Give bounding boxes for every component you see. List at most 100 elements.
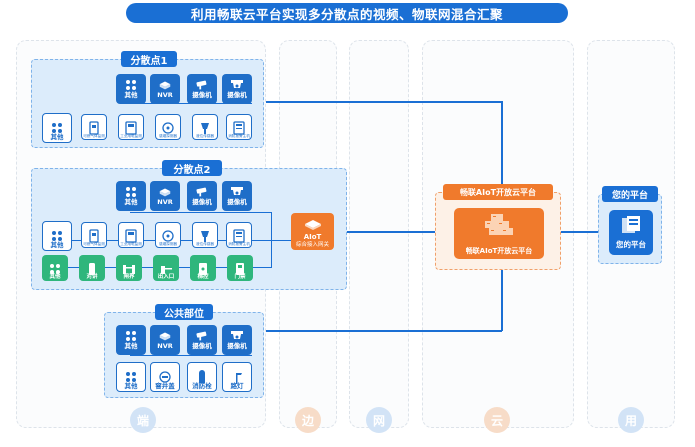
device-label: 其他	[124, 381, 138, 390]
public-camera2: 摄像机	[222, 325, 252, 355]
camera-bullet-icon	[195, 330, 209, 342]
site1-gas: 可燃气体监测	[81, 114, 107, 140]
site1-nvr: NVR	[150, 74, 180, 104]
device-label: 消防报警主机	[228, 133, 250, 138]
device-label: 摄像机	[227, 198, 247, 207]
gateway-label-line2: 综合接入网关	[295, 241, 329, 248]
device-label: 感烟探测器	[159, 133, 177, 138]
dots-icon	[48, 263, 62, 275]
camera-dome-icon	[230, 330, 244, 342]
dots-icon	[50, 122, 64, 134]
device-label: 工业用电监测	[120, 241, 142, 246]
column-wang	[349, 40, 409, 428]
site2-gas: 可燃气体监测	[81, 222, 107, 248]
site1-smoke: 感烟探测器	[155, 114, 181, 140]
device-label: 摄像机	[192, 342, 212, 351]
public-camera1: 摄像机	[187, 325, 217, 355]
camera-dome-icon	[230, 79, 244, 91]
camera-bullet-icon	[195, 79, 209, 91]
nvr-icon	[158, 186, 172, 198]
site2-gate: 闸界	[116, 255, 142, 281]
manhole-icon	[158, 370, 172, 383]
smoke-detector-icon	[161, 122, 175, 134]
device-label: 摄像机	[227, 342, 247, 351]
device-label: 窨井盖	[155, 381, 175, 390]
site2-power: 工业用电监测	[118, 222, 144, 248]
site2-nvr: NVR	[150, 181, 180, 211]
site1-power: 工业用电监测	[118, 114, 144, 140]
connector-site2	[336, 231, 436, 233]
site2-intercom: 对讲	[79, 255, 105, 281]
dots-icon	[50, 230, 64, 242]
device-label: 液位传感器	[196, 241, 214, 246]
power-meter-icon	[124, 229, 138, 243]
column-badge-bian: 边	[295, 407, 321, 433]
site2-vline	[271, 212, 272, 268]
device-label: 闸界	[123, 273, 135, 280]
site2-camera1: 摄像机	[187, 181, 217, 211]
device-label: 路灯	[230, 381, 244, 390]
power-meter-icon	[124, 121, 138, 135]
server-stack-icon	[479, 212, 519, 246]
device-label: 其他	[49, 273, 61, 280]
aiot-gateway: AIoT 综合接入网关	[291, 213, 334, 250]
gas-sensor-icon	[87, 121, 101, 135]
device-label: 其他	[124, 342, 138, 351]
site1-camera2: 摄像机	[222, 74, 252, 104]
gateway-icon	[303, 215, 323, 234]
device-label: 感烟探测器	[159, 241, 177, 246]
column-badge-yong: 用	[618, 407, 644, 433]
intercom-icon	[85, 262, 99, 275]
device-label: 其他	[50, 132, 64, 141]
site1-level: 液位传感器	[192, 114, 218, 140]
entrance-icon	[159, 263, 173, 275]
gateway-label-line1: AIoT	[303, 233, 322, 242]
dots-icon	[124, 371, 138, 383]
device-label: 对讲	[86, 273, 98, 280]
device-label: NVR	[157, 91, 173, 100]
site2-elevator: 梯控	[190, 255, 216, 281]
cloud-platform-card: 畅联AIoT开放云平台	[454, 208, 544, 259]
device-label: 可燃气体监测	[83, 133, 105, 138]
column-badge-wang: 网	[366, 407, 392, 433]
device-label: 消防栓	[192, 381, 212, 390]
door-access-icon	[233, 262, 247, 275]
page-title: 利用畅联云平台实现多分散点的视频、物联网混合汇聚	[126, 3, 568, 23]
site2-green-other: 其他	[42, 255, 68, 281]
device-label: 可燃气体监测	[83, 241, 105, 246]
nvr-icon	[158, 330, 172, 342]
fire-alarm-host-icon	[232, 121, 246, 135]
street-light-icon	[230, 371, 244, 384]
device-label: 消防报警主机	[228, 241, 250, 246]
device-label: 出入口	[157, 273, 175, 280]
cloud-caption: 畅联AIoT开放云平台	[465, 246, 533, 255]
nvr-icon	[158, 79, 172, 91]
connector-public	[266, 330, 502, 332]
public-other: 其他	[116, 325, 146, 355]
device-label: NVR	[157, 198, 173, 207]
device-label: 梯控	[197, 273, 209, 280]
public-hline	[130, 355, 252, 356]
device-label: NVR	[157, 342, 173, 351]
public-manhole: 窨井盖	[150, 362, 180, 392]
dots-icon	[124, 186, 138, 198]
gate-icon	[122, 263, 136, 275]
site2-smoke: 感烟探测器	[155, 222, 181, 248]
device-label: 其他	[50, 240, 64, 249]
platform-server-icon	[619, 215, 643, 239]
column-badge-yun: 云	[484, 407, 510, 433]
device-label: 摄像机	[227, 91, 247, 100]
site1-label: 分散点1	[121, 51, 177, 67]
fire-alarm-host-icon	[232, 229, 246, 243]
gas-sensor-icon	[87, 229, 101, 243]
level-sensor-icon	[198, 122, 212, 134]
site2-door-access: 门禁	[227, 255, 253, 281]
public-label: 公共部位	[155, 304, 213, 320]
device-label: 其他	[124, 91, 138, 100]
public-street-light: 路灯	[222, 362, 252, 392]
camera-bullet-icon	[195, 186, 209, 198]
site2-camera2: 摄像机	[222, 181, 252, 211]
site2-level: 液位传感器	[192, 222, 218, 248]
camera-dome-icon	[230, 186, 244, 198]
site1-fire-host: 消防报警主机	[226, 114, 252, 140]
